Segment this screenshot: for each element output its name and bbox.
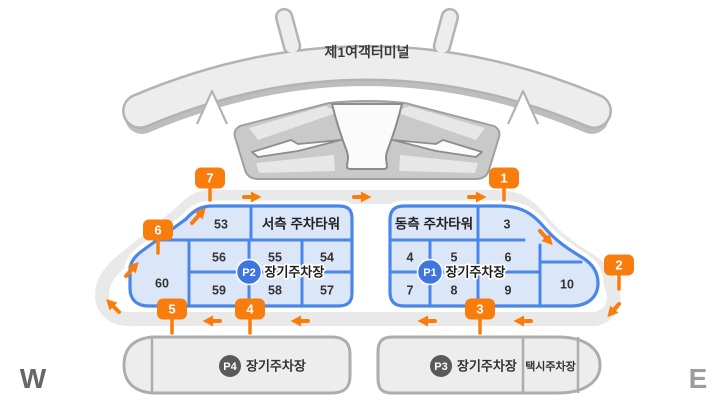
exit-badge-2-label: 2 — [615, 258, 622, 273]
terminal-pier-west — [274, 7, 302, 56]
terminal-title: 제1여객터미널 — [324, 44, 409, 60]
exit-badge-7-label: 7 — [206, 171, 213, 186]
shield-sliver-left — [251, 139, 342, 158]
zone-9-label: 9 — [505, 284, 512, 298]
p3-lot-label: 장기주차장 — [457, 359, 517, 374]
zone-53-label: 53 — [214, 218, 228, 232]
p3-lot-outline — [376, 335, 602, 395]
p3-badge-label: P3 — [434, 361, 447, 373]
arrow-east-2-icon — [607, 302, 621, 318]
west-lot-outline — [128, 204, 354, 308]
west-longterm-label: 장기주차장 — [265, 265, 325, 280]
exit-badge-6-label: 6 — [154, 223, 161, 238]
shield-sliver-right — [392, 139, 483, 158]
zone-55-label: 55 — [268, 251, 282, 265]
zone-58-label: 58 — [268, 284, 282, 298]
west-parking-lot: 53 서측 주차타워 56 55 54 60 59 58 57 장기주차장 P2 — [124, 200, 358, 312]
arrow-west-1-icon — [106, 299, 121, 314]
p4-badge — [219, 355, 241, 377]
p2-badge — [235, 258, 263, 286]
zone-7-label: 7 — [407, 284, 414, 298]
shield-panel-bottom-right — [399, 155, 478, 173]
east-longterm-label: 장기주차장 — [446, 265, 506, 280]
taxi-lot-label: 택시주차장 — [525, 359, 576, 373]
terminal-notch-west — [195, 89, 229, 125]
p3-badge — [430, 355, 452, 377]
exit-badge-5: 5 — [157, 298, 187, 335]
west-lot-grid — [155, 204, 354, 308]
zone-10-label: 10 — [560, 278, 574, 292]
arrow-east-1-icon — [538, 229, 553, 246]
zone-6-label: 6 — [505, 251, 512, 265]
zone-3-label: 3 — [504, 218, 511, 232]
p2-badge-label: P2 — [242, 267, 255, 279]
exit-badge-5-label: 5 — [168, 302, 175, 317]
zone-59-label: 59 — [212, 284, 226, 298]
exit-badge-3-label: 3 — [476, 302, 483, 317]
exit-badge-2: 2 — [604, 254, 634, 291]
exit-badge-1-label: 1 — [500, 171, 507, 186]
exit-badge-7: 7 — [195, 167, 225, 202]
p4-badge-label: P4 — [223, 361, 237, 373]
p3-lot: P3 장기주차장 택시주차장 — [376, 335, 602, 395]
shield-panel-bottom-left — [256, 155, 335, 173]
compass-east-label: E — [689, 363, 708, 394]
east-parking-lot: 동측 주차타워 3 4 5 6 7 8 9 10 장기주차장 P1 — [384, 200, 604, 312]
east-lot-outline — [388, 204, 600, 308]
zone-56-label: 56 — [212, 251, 226, 265]
east-tower-label: 동측 주차타워 — [395, 217, 473, 232]
p4-lot-label: 장기주차장 — [246, 359, 306, 374]
terminal-arc-fill — [124, 47, 610, 127]
p1-badge — [416, 258, 444, 286]
terminal-notch-east — [506, 89, 540, 125]
west-tower-label: 서측 주차타워 — [262, 217, 340, 232]
arrow-west-3-icon — [190, 207, 206, 225]
exit-badge-3: 3 — [465, 298, 495, 335]
shield-panel-right — [395, 106, 485, 140]
terminal-building: 제1여객터미널 — [122, 7, 612, 134]
traffic-arrows — [106, 191, 621, 327]
exit-badge-4: 4 — [235, 298, 265, 335]
exit-badge-4-label: 4 — [246, 302, 254, 317]
zone-5-label: 5 — [451, 251, 458, 265]
east-lot-grid — [388, 204, 583, 308]
zone-54-label: 54 — [320, 251, 334, 265]
transportation-center — [233, 100, 501, 180]
p1-badge-label: P1 — [423, 267, 436, 279]
terminal-pier-east — [432, 7, 460, 56]
zone-57-label: 57 — [320, 284, 334, 298]
exit-badge-1: 1 — [489, 167, 519, 202]
compass-west-label: W — [20, 363, 47, 394]
p4-lot: P4 장기주차장 — [122, 335, 352, 395]
arrow-west-2-icon — [124, 261, 139, 278]
shield-funnel — [330, 103, 404, 170]
zone-4-label: 4 — [407, 251, 414, 265]
exit-badges: 7 1 6 2 5 4 3 — [143, 167, 634, 335]
exit-badge-6: 6 — [143, 219, 173, 255]
zone-60-label: 60 — [155, 277, 169, 291]
shield-panel-left — [249, 106, 339, 140]
zone-8-label: 8 — [451, 284, 458, 298]
